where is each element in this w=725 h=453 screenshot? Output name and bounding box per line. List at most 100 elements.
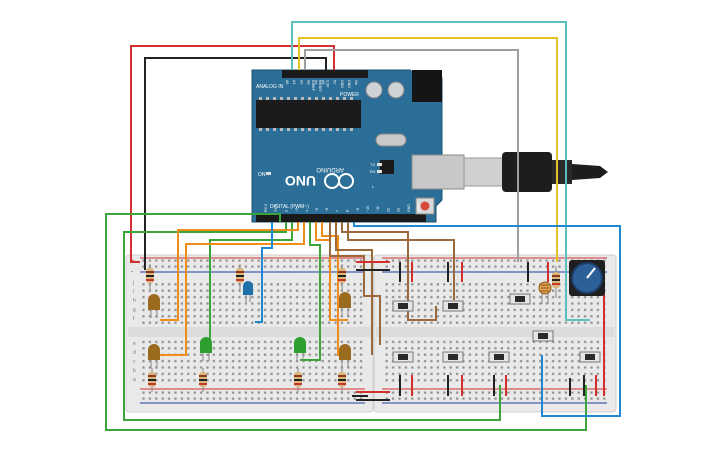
wire-black-gnd bbox=[144, 57, 327, 270]
digital-pin-label-8: 7 bbox=[335, 210, 339, 212]
led-blue-1[interactable] bbox=[243, 281, 253, 302]
digital-pin-label-3: 12 bbox=[386, 208, 390, 212]
row-letter-d: d bbox=[133, 350, 136, 356]
led-orange-4[interactable] bbox=[339, 344, 351, 368]
usb-port[interactable] bbox=[411, 154, 465, 190]
row-letter-i: i bbox=[133, 289, 134, 295]
resistor-1[interactable] bbox=[146, 264, 154, 290]
led-green-1[interactable] bbox=[200, 337, 212, 361]
reset-button-cap[interactable] bbox=[420, 201, 430, 211]
rx-led bbox=[377, 170, 382, 173]
rx-led-label: RX bbox=[370, 169, 376, 174]
board-brand-label: ARDUINO bbox=[316, 166, 344, 172]
row-letter-a: a bbox=[133, 377, 136, 383]
digital-pin-label-0: AREF bbox=[417, 202, 421, 212]
analog-pin-label-0: A0 bbox=[285, 80, 289, 84]
l-led-label: L bbox=[372, 184, 375, 189]
digital-pin-label-2: 13 bbox=[397, 208, 401, 212]
board-model-label: UNO bbox=[285, 173, 316, 189]
power-pin-label-2: 3.3V bbox=[325, 80, 329, 88]
wire-green-outer bbox=[105, 213, 587, 431]
wire-brown-3 bbox=[335, 222, 373, 355]
resistor-5[interactable] bbox=[199, 368, 207, 392]
push-button-5 bbox=[392, 351, 414, 363]
led-orange-2[interactable] bbox=[339, 292, 351, 316]
on-led-label: ON bbox=[258, 172, 266, 178]
row-letter-c: c bbox=[133, 359, 136, 365]
digital-pin-label-12: ~3 bbox=[295, 208, 299, 212]
power-header[interactable] bbox=[308, 70, 368, 78]
power-pin-label-3: 5V bbox=[333, 80, 337, 85]
row-letter-f: f bbox=[133, 316, 135, 322]
row-letter-e: e bbox=[133, 341, 136, 347]
resistor-4[interactable] bbox=[148, 368, 156, 392]
wire-orange-2 bbox=[160, 222, 305, 356]
led-green-2[interactable] bbox=[294, 337, 306, 361]
wire-green-4 bbox=[300, 222, 321, 361]
wire-blue-1 bbox=[255, 222, 273, 323]
wire-teal-a0 bbox=[291, 21, 590, 321]
analog-in-label: ANALOG IN bbox=[256, 84, 284, 90]
push-button-6 bbox=[442, 351, 464, 363]
usb-chip bbox=[380, 160, 394, 174]
digital-pin-label-5: ~10 bbox=[366, 206, 370, 212]
push-button-8 bbox=[579, 351, 601, 363]
wire-brown-1 bbox=[341, 222, 437, 321]
push-button-1 bbox=[392, 300, 414, 312]
on-led bbox=[266, 172, 271, 175]
analog-pin-label-2: A2 bbox=[299, 80, 303, 84]
photoresistor[interactable] bbox=[538, 281, 552, 304]
analog-pin-label-5: A5 bbox=[321, 80, 325, 84]
power-jack[interactable] bbox=[412, 70, 442, 102]
digital-pin-label-9: ~6 bbox=[325, 208, 329, 212]
potentiometer[interactable] bbox=[569, 260, 605, 296]
arduino-uno-board[interactable]: UNO ARDUINO ON TX RX L DIGITAL (PWM~) AN… bbox=[251, 69, 465, 223]
digital-pins-label: DIGITAL (PWM~) bbox=[270, 204, 309, 210]
tx-led bbox=[377, 163, 382, 166]
rail-minus-label: - bbox=[131, 269, 133, 275]
digital-pin-label-14: TX 1 bbox=[274, 204, 278, 212]
row-letters: j i h g f e d c b a bbox=[132, 280, 136, 383]
wire-yellow-a1 bbox=[298, 37, 558, 262]
digital-header[interactable] bbox=[256, 214, 426, 222]
usb-cable[interactable] bbox=[463, 152, 608, 192]
wire-blue-outer bbox=[353, 222, 621, 417]
push-button-2 bbox=[442, 300, 464, 312]
push-button-7 bbox=[488, 351, 510, 363]
power-pin-label-1: RESET bbox=[318, 80, 322, 93]
breadboard-left bbox=[125, 254, 374, 413]
row-letter-h: h bbox=[133, 298, 136, 304]
wire-brown-4 bbox=[329, 222, 381, 345]
capacitor-1 bbox=[365, 81, 383, 99]
arduino-logo-icon bbox=[324, 173, 354, 189]
digital-pin-label-6: ~9 bbox=[356, 208, 360, 212]
push-button-3 bbox=[509, 293, 531, 305]
power-pin-label-0: IOREF bbox=[311, 80, 315, 92]
row-letter-b: b bbox=[133, 368, 136, 374]
analog-pin-label-4: A4 bbox=[314, 80, 318, 84]
row-letter-g: g bbox=[133, 307, 136, 313]
digital-pin-label-15: RX 0 bbox=[264, 204, 268, 212]
analog-pin-label-3: A3 bbox=[307, 80, 311, 84]
push-buttons[interactable] bbox=[392, 293, 601, 363]
digital-pin-label-7: 8 bbox=[346, 210, 350, 212]
resistor-6[interactable] bbox=[294, 368, 302, 392]
resistor-2[interactable] bbox=[236, 264, 244, 290]
tx-led-label: TX bbox=[370, 162, 375, 167]
power-pin-label-6: Vin bbox=[354, 80, 358, 85]
resistor-8[interactable] bbox=[552, 266, 560, 298]
power-pin-label-4: GND bbox=[340, 80, 344, 88]
power-pin-label-5: GND bbox=[347, 80, 351, 88]
push-button-4 bbox=[532, 330, 554, 342]
digital-pin-label-11: 4 bbox=[305, 210, 309, 212]
wire-brown-2 bbox=[347, 222, 455, 300]
wire-gray-a2 bbox=[304, 49, 519, 262]
led-orange-3[interactable] bbox=[148, 344, 160, 368]
digital-pin-label-10: ~5 bbox=[315, 208, 319, 212]
microcontroller-chip bbox=[256, 100, 361, 128]
led-orange-1[interactable] bbox=[148, 294, 160, 318]
resistor-7[interactable] bbox=[338, 368, 346, 392]
resistor-3[interactable] bbox=[338, 264, 346, 290]
row-letter-j: j bbox=[132, 280, 134, 286]
